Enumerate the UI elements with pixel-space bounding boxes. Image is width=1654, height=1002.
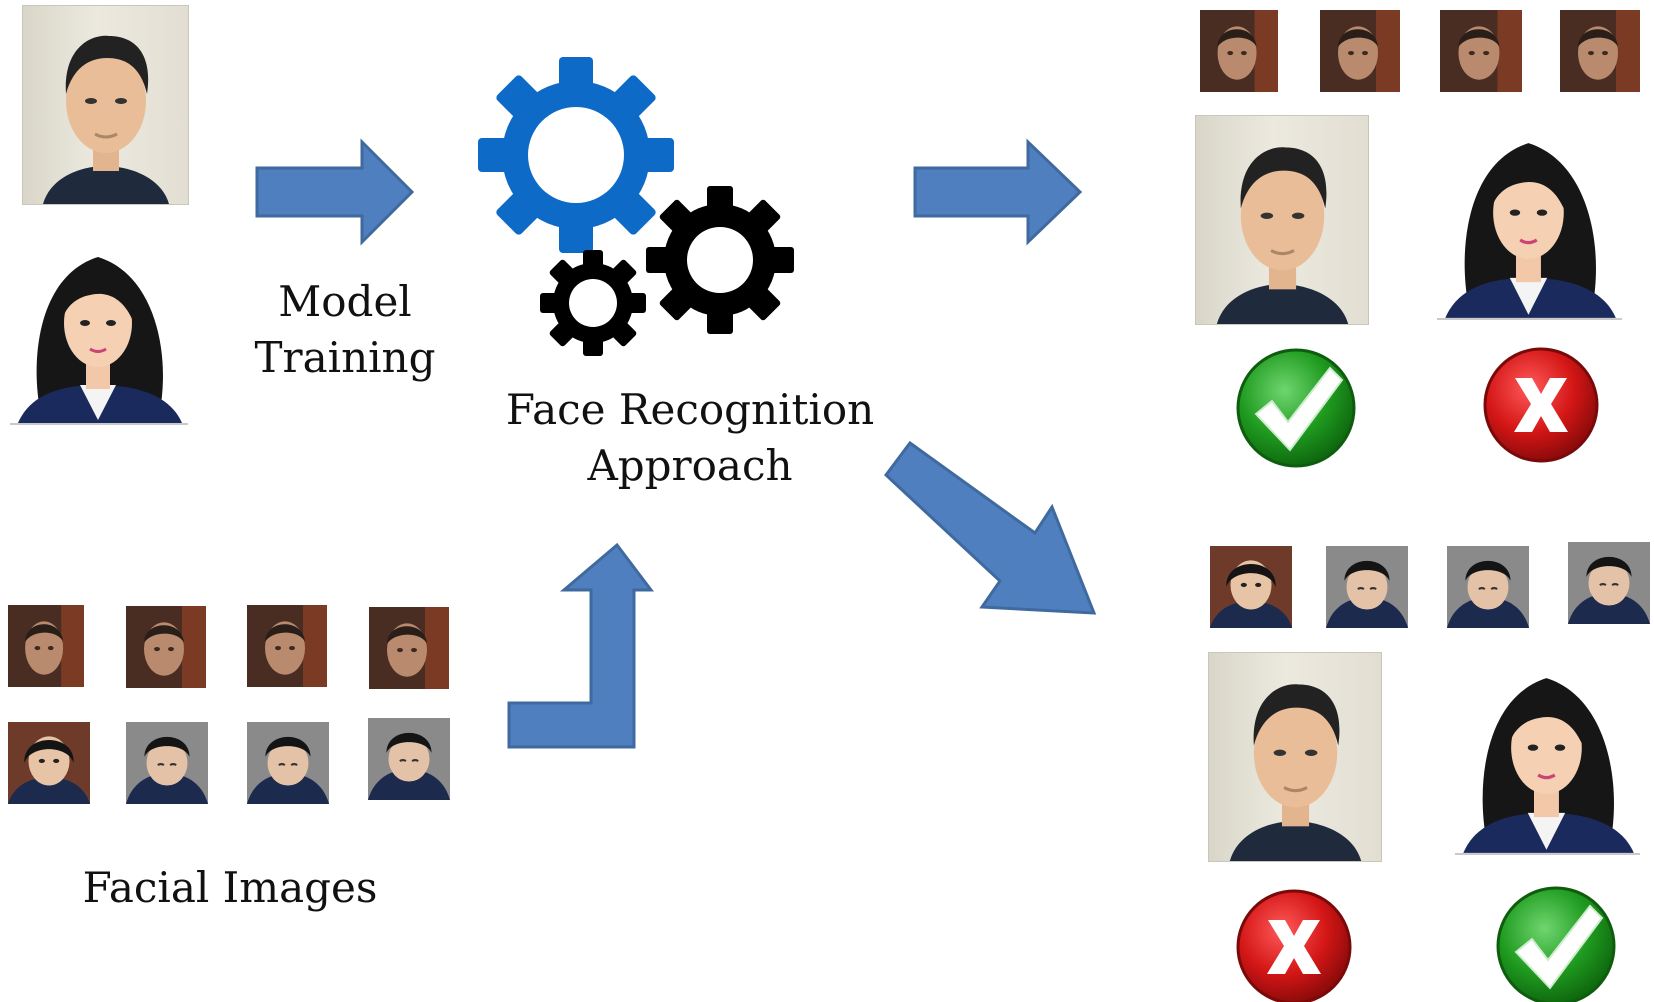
gears-icon <box>478 57 794 356</box>
check-icon <box>1236 348 1356 468</box>
result-top-portrait-female <box>1437 120 1622 320</box>
cross-icon <box>1483 347 1599 463</box>
portrait-underline <box>10 423 188 425</box>
check-icon <box>1496 886 1616 1002</box>
gear-black-small-icon <box>540 250 646 356</box>
face-thumbnail <box>126 606 206 688</box>
approach-line-2: Approach <box>587 441 793 490</box>
model-training-label: Model Training <box>250 274 440 386</box>
arrow-right-training <box>255 138 415 246</box>
training-portrait-female <box>10 235 188 425</box>
model-training-line-1: Model <box>278 277 412 326</box>
arrow-diagonal-result-bottom <box>883 440 1097 615</box>
face-thumbnail <box>1447 546 1529 628</box>
facial-images-label: Facial Images <box>82 863 378 912</box>
model-training-line-2: Training <box>254 333 436 382</box>
approach-label: Face Recognition Approach <box>500 382 880 494</box>
face-thumbnail <box>1568 542 1650 624</box>
cross-icon <box>1236 889 1352 1002</box>
result-top-portrait-male <box>1195 115 1369 325</box>
portrait-underline <box>1455 853 1640 855</box>
result-bottom-portrait-female <box>1455 655 1640 855</box>
arrow-bent-up <box>507 542 655 749</box>
face-thumbnail <box>1210 546 1292 628</box>
face-thumbnail <box>247 605 327 687</box>
portrait-underline <box>1437 318 1622 320</box>
face-thumbnail <box>126 722 208 804</box>
result-bottom-portrait-male <box>1208 652 1382 862</box>
face-thumbnail <box>1200 10 1278 92</box>
approach-line-1: Face Recognition <box>505 385 875 434</box>
face-thumbnail <box>8 722 90 804</box>
face-thumbnail <box>1560 10 1640 92</box>
gear-blue-large-icon <box>478 57 674 253</box>
arrow-right-result-top <box>913 138 1083 246</box>
face-thumbnail <box>247 722 329 804</box>
face-thumbnail <box>1440 10 1522 92</box>
face-thumbnail <box>1320 10 1400 92</box>
training-portrait-male <box>22 5 189 205</box>
face-thumbnail <box>368 718 450 800</box>
face-thumbnail <box>369 607 449 689</box>
face-thumbnail <box>8 605 84 687</box>
face-thumbnail <box>1326 546 1408 628</box>
gear-black-medium-icon <box>646 186 794 334</box>
